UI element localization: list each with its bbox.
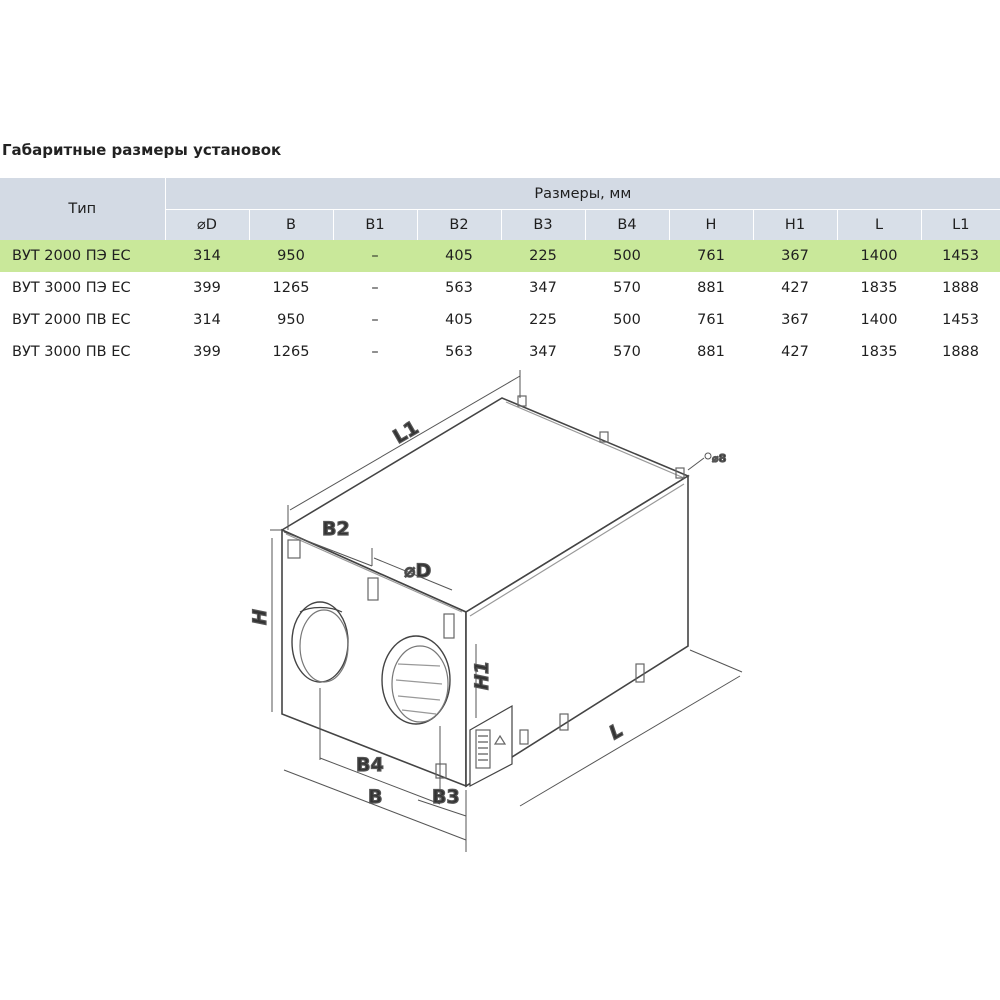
dimension-cell: 347 (529, 344, 557, 360)
dimension-cell: 399 (193, 344, 221, 360)
label-D: ⌀D (404, 560, 431, 582)
dimension-cell: 427 (781, 344, 809, 360)
dimension-cell: 1400 (860, 312, 898, 328)
page-title: Габаритные размеры установок (2, 141, 282, 159)
column-header: B (248, 209, 333, 240)
column-header: ⌀D (165, 209, 249, 240)
spigot-left (291, 601, 349, 683)
dimension-cell: 427 (781, 280, 809, 296)
dimension-cell: 761 (669, 240, 753, 272)
dimension-cell: 1453 (921, 240, 1000, 272)
dimension-cell: 399 (193, 280, 221, 296)
column-header: H1 (752, 209, 837, 240)
dimension-cell: 1453 (942, 312, 979, 328)
dimension-cell: 563 (445, 280, 473, 296)
column-header: B2 (416, 209, 501, 240)
column-header: B1 (332, 209, 417, 240)
dimension-cell: – (371, 280, 379, 296)
label-B3: B3 (432, 786, 460, 808)
column-header: B4 (584, 209, 669, 240)
dimension-cell: 570 (613, 280, 641, 296)
dimension-cell: 1888 (942, 280, 979, 296)
dimension-cell: 1888 (942, 344, 979, 360)
table-row: ВУТ 3000 ПЭ ЕС 399 1265 – 563 347 570 881 427 183… (0, 272, 1000, 304)
dimension-cell: 367 (753, 240, 837, 272)
dimension-cell: 881 (697, 344, 725, 360)
dimension-cell: 1400 (837, 240, 921, 272)
label-B: B (368, 786, 382, 808)
dimension-cell: 1265 (272, 280, 310, 296)
dimension-cell: 347 (529, 280, 557, 296)
row-type-cell: ВУТ 3000 ПЭ ЕС (12, 280, 131, 296)
table-row: ВУТ 2000 ПВ ЕС 314 950 – 405 225 500 761 367 1400… (0, 304, 1000, 336)
label-L1: L1 (390, 417, 423, 449)
dimension-cell: 1835 (860, 280, 898, 296)
column-header: B3 (500, 209, 585, 240)
control-box (469, 704, 513, 787)
dimension-cell: 563 (445, 344, 473, 360)
label-B2: B2 (322, 518, 350, 540)
dimension-cell: 950 (249, 240, 333, 272)
dimension-cell: – (371, 344, 379, 360)
label-B4: B4 (356, 754, 384, 776)
label-H1: H1 (471, 661, 493, 690)
dimensions-group-header: Размеры, мм (165, 178, 1000, 210)
dimension-cell: 500 (585, 240, 669, 272)
dimension-cell: 225 (529, 312, 557, 328)
dimension-cell: 570 (613, 344, 641, 360)
dimension-cell: 314 (193, 312, 221, 328)
label-hole: ⌀8 (712, 452, 726, 465)
column-header: H (668, 209, 753, 240)
row-type-cell: ВУТ 2000 ПВ ЕС (12, 312, 131, 328)
unit-dimension-drawing: L1 B2 ⌀D H H1 B4 B B3 L ⌀8 (248, 370, 743, 852)
dimension-cell: 881 (697, 280, 725, 296)
row-type-cell: ВУТ 3000 ПВ ЕС (12, 344, 131, 360)
mounting-brackets (287, 395, 685, 779)
dimension-cell: 500 (613, 312, 641, 328)
dimension-cell: – (371, 312, 379, 328)
dimension-cell: 405 (445, 312, 473, 328)
label-H: H (249, 609, 271, 625)
column-header: L (836, 209, 921, 240)
dimension-cell: – (333, 240, 417, 272)
spigot-right (381, 635, 451, 725)
dimension-cell: 225 (501, 240, 585, 272)
dimension-cell: 761 (697, 312, 725, 328)
label-L: L (606, 719, 627, 744)
table-row: ВУТ 3000 ПВ ЕС 399 1265 – 563 347 570 881 427 183… (0, 336, 1000, 368)
column-header: L1 (920, 209, 1000, 240)
dimension-lines (270, 370, 743, 852)
dimension-cell: 314 (165, 240, 249, 272)
dimension-cell: 950 (277, 312, 305, 328)
dimension-cell: 1265 (272, 344, 310, 360)
dimension-cell: 405 (417, 240, 501, 272)
dimension-cell: 1835 (860, 344, 898, 360)
row-type-cell: ВУТ 2000 ПЭ ЕС (0, 240, 165, 272)
type-column-header: Тип (0, 178, 166, 240)
dimension-cell: 367 (781, 312, 809, 328)
dimensions-table: Тип Размеры, мм ⌀D B B1 B2 B3 B4 H H1 L … (0, 178, 1000, 368)
